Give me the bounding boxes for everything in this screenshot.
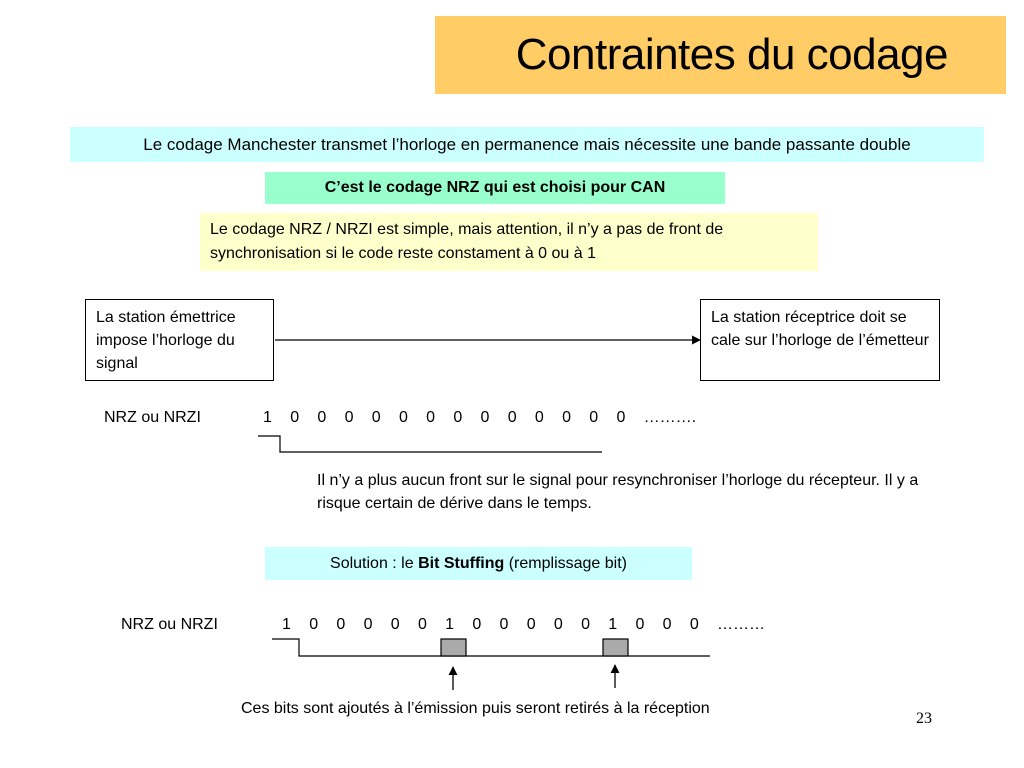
signal-waveform-2 (272, 638, 710, 657)
bit-digit: 1 (282, 616, 291, 633)
sequence1-explanation: Il n’y a plus aucun front sur le signal … (317, 472, 919, 512)
bit-digit: 0 (553, 616, 563, 633)
bit-digit: 0 (398, 409, 408, 426)
bit-digit: 0 (426, 409, 436, 426)
bit-digit: 0 (317, 409, 327, 426)
stuffed-bit-marker-1 (440, 638, 467, 657)
sequence2-label: NRZ ou NRZI (121, 616, 218, 633)
bit-digit: 0 (309, 616, 319, 633)
bit-digit: 0 (417, 616, 427, 633)
receiver-station-text: La station réceptrice doit se cale sur l… (711, 309, 929, 349)
bit-digit: 0 (344, 409, 354, 426)
bit-trail: ………. (643, 409, 697, 426)
bit-digit: 0 (290, 409, 300, 426)
bit-digit: 0 (371, 409, 381, 426)
nrz-choice-box: C’est le codage NRZ qui est choisi pour … (265, 172, 725, 204)
bit-digit: 0 (562, 409, 571, 426)
bit-digit: 0 (635, 616, 645, 633)
nrz-warning-text: Le codage NRZ / NRZI est simple, mais at… (210, 221, 724, 262)
bit-digit: 0 (689, 616, 699, 633)
bit-digit: 0 (534, 409, 544, 426)
bit-digit: 0 (616, 409, 626, 426)
bit-digit: 1 (263, 409, 272, 426)
bit-digit: 0 (480, 409, 490, 426)
bit-digit: 0 (499, 616, 509, 633)
sequence1-label: NRZ ou NRZI (104, 409, 201, 426)
sender-station-box: La station émettrice impose l’horloge du… (85, 299, 274, 381)
solution-box: Solution : le Bit Stuffing (remplissage … (265, 547, 692, 580)
manchester-note-box: Le codage Manchester transmet l’horloge … (70, 127, 984, 162)
bit-digit: 0 (526, 616, 536, 633)
stuffed-bit-marker-2 (602, 638, 629, 657)
bit-trail: ……… (717, 616, 765, 633)
bit-digit: 0 (390, 616, 400, 633)
solution-suffix: (remplissage bit) (504, 554, 627, 572)
solution-bold: Bit Stuffing (418, 554, 505, 572)
bit-digit: 1 (608, 616, 618, 633)
page-number: 23 (916, 710, 932, 727)
bit-digit: 1 (445, 616, 455, 633)
nrz-choice-text: C’est le codage NRZ qui est choisi pour … (324, 179, 666, 196)
solution-prefix: Solution : le (330, 554, 419, 572)
bit-digit: 0 (363, 616, 373, 633)
manchester-note-text: Le codage Manchester transmet l’horloge … (143, 134, 911, 154)
page-title: Contraintes du codage (515, 30, 949, 79)
bit-digit: 0 (581, 616, 590, 633)
sequence2-caption: Ces bits sont ajoutés à l’émission puis … (241, 700, 710, 717)
receiver-station-box: La station réceptrice doit se cale sur l… (700, 299, 940, 381)
bit-digit: 0 (662, 616, 672, 633)
title-box: Contraintes du codage (435, 16, 1006, 94)
bit-digit: 0 (589, 409, 599, 426)
sender-station-text: La station émettrice impose l’horloge du… (96, 309, 236, 372)
bit-digit: 0 (336, 616, 346, 633)
bit-digit: 0 (472, 616, 482, 633)
signal-waveform-1 (258, 435, 602, 453)
nrz-warning-box: Le codage NRZ / NRZI est simple, mais at… (200, 213, 818, 271)
bit-digit: 0 (507, 409, 517, 426)
bit-digit: 0 (453, 409, 463, 426)
